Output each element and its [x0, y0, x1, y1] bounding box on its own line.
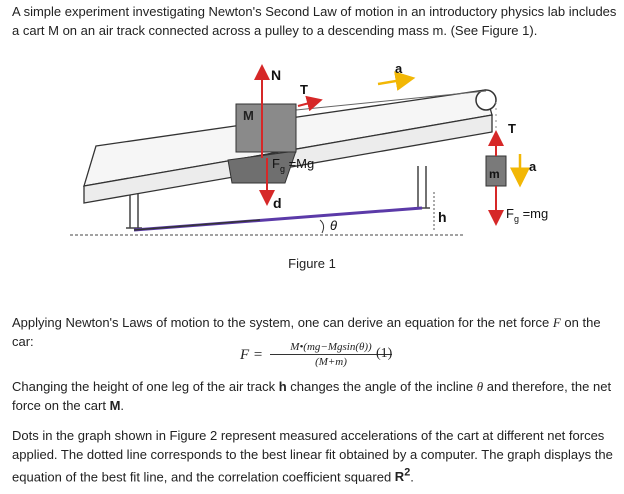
tension-hang-label: T [508, 121, 516, 136]
normal-force-label: N [271, 67, 281, 83]
equation-number: (1) [376, 346, 393, 361]
equation-numerator: M•(mg−Mgsin(θ)) [270, 341, 392, 355]
cart-m [227, 103, 297, 184]
incline-line-dark [133, 219, 261, 231]
accel-cart-label: a [395, 61, 403, 76]
equation-lhs: F = [240, 347, 264, 363]
figure-1-diagram: M h θ N T a Fg =Mg d m T a Fg =mg [70, 61, 548, 236]
string [295, 90, 487, 111]
accel-hang-label: a [529, 159, 537, 174]
derivation-paragraph: Applying Newton's Laws of motion to the … [12, 315, 601, 349]
graph-paragraph: Dots in the graph shown in Figure 2 repr… [12, 428, 613, 485]
weight-cart-label: Fg =Mg [272, 156, 314, 174]
equation-denominator: (M+m) [315, 356, 347, 368]
hanging-mass-label: m [489, 167, 500, 181]
weight-hang-label: Fg =mg [506, 206, 548, 224]
leg-d-label: d [273, 195, 282, 211]
intro-paragraph: A simple experiment investigating Newton… [12, 4, 617, 38]
pulley [475, 89, 497, 111]
equation-fraction: M•(mg−Mgsin(θ)) (M+m) [270, 341, 392, 368]
tension-cart-arrow [297, 95, 323, 112]
accel-cart-arrow [377, 71, 416, 91]
angle-arc [319, 219, 325, 234]
tension-cart-label: T [300, 82, 308, 97]
angle-paragraph: Changing the height of one leg of the ai… [12, 379, 612, 413]
height-label: h [438, 209, 447, 225]
figure-caption: Figure 1 [288, 256, 336, 271]
angle-label: θ [330, 218, 337, 233]
cart-m-label: M [243, 108, 254, 123]
